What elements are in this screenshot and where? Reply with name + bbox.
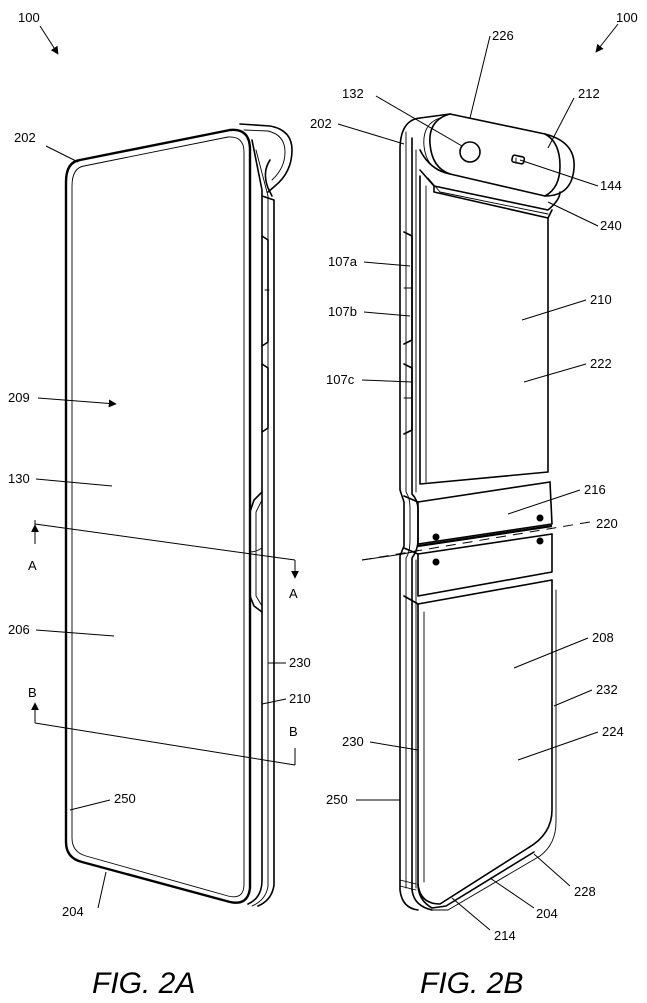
figure-title-2b: FIG. 2B: [420, 967, 523, 1000]
label-b-right: B: [289, 724, 298, 739]
label-144: 144: [600, 178, 622, 193]
lower-panel-2b: [417, 579, 557, 911]
label-100-2a: 100: [18, 10, 40, 25]
figure-2b: 100 226 132 212 202 144 240 107a 107b 21…: [310, 10, 638, 1000]
hinge-screw-icon: [536, 537, 544, 545]
label-226: 226: [492, 28, 514, 43]
label-224: 224: [602, 724, 624, 739]
label-216: 216: [584, 482, 606, 497]
label-230-2b: 230: [342, 734, 364, 749]
camera-module-2b: [419, 113, 575, 219]
hinge-2b: [361, 481, 591, 605]
figure-2a: 100 202 209 130 A A 206 230 B 210 B 250 …: [8, 10, 311, 1000]
label-132: 132: [342, 86, 364, 101]
label-107a: 107a: [328, 254, 358, 269]
label-222: 222: [590, 356, 612, 371]
device-side-2a: [247, 139, 275, 907]
label-a-right: A: [289, 586, 298, 601]
label-202-2b: 202: [310, 116, 332, 131]
label-210-2a: 210: [289, 691, 311, 706]
label-210-2b: 210: [590, 292, 612, 307]
label-240: 240: [600, 218, 622, 233]
label-204-2a: 204: [62, 904, 84, 919]
hinge-screw-icon: [432, 558, 440, 566]
label-212: 212: [578, 86, 600, 101]
section-lines-2a: [31, 520, 299, 766]
label-130-2a: 130: [8, 471, 30, 486]
hinge-screw-icon: [432, 533, 440, 541]
camera-bump-2a: [239, 123, 293, 197]
label-208: 208: [592, 630, 614, 645]
label-100-2b: 100: [616, 10, 638, 25]
label-a-left: A: [28, 558, 37, 573]
leaders-2b: [337, 23, 619, 931]
label-250-2a: 250: [114, 791, 136, 806]
label-b-left: B: [28, 685, 37, 700]
front-panel-2a: [64, 128, 252, 904]
label-107c: 107c: [326, 372, 355, 387]
label-209-2a: 209: [8, 390, 30, 405]
hinge-screw-icon: [536, 514, 544, 522]
label-232: 232: [596, 682, 618, 697]
device-side-2b: [399, 117, 433, 911]
label-230-2a: 230: [289, 655, 311, 670]
label-228: 228: [574, 884, 596, 899]
label-214: 214: [494, 928, 516, 943]
camera-lens-icon: [459, 141, 481, 163]
label-204-2b: 204: [536, 906, 558, 921]
upper-panel-2b: [419, 175, 549, 485]
label-202-2a: 202: [14, 130, 36, 145]
label-206-2a: 206: [8, 622, 30, 637]
label-250-2b: 250: [326, 792, 348, 807]
sensor-icon: [511, 154, 526, 165]
figure-title-2a: FIG. 2A: [92, 967, 195, 1000]
label-220: 220: [596, 516, 618, 531]
leaders-2a: [35, 25, 287, 909]
label-107b: 107b: [328, 304, 357, 319]
